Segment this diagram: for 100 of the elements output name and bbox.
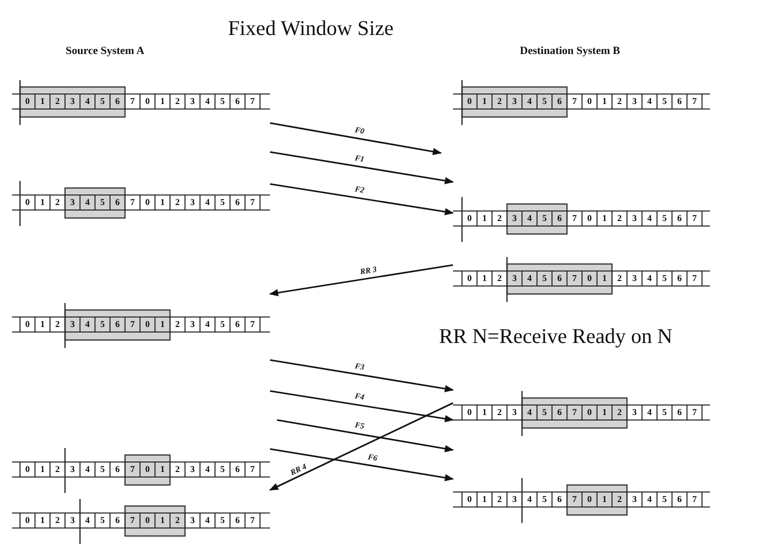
sequence-number: 5 [219, 514, 226, 527]
arrow [270, 390, 454, 422]
sequence-number: 4 [84, 463, 91, 476]
sequence-number: 6 [676, 272, 683, 285]
sequence-number: 3 [189, 95, 196, 108]
sequence-number: 4 [84, 514, 91, 527]
sequence-number: 3 [189, 514, 196, 527]
sequence-number: 3 [69, 463, 76, 476]
arrow [269, 402, 454, 491]
sequence-number: 5 [541, 95, 548, 108]
sequence-number: 2 [54, 95, 61, 108]
sequence-number: 4 [526, 272, 533, 285]
sequence-number: 1 [601, 406, 608, 419]
sequence-number: 7 [691, 95, 698, 108]
sequence-number: 7 [129, 514, 136, 527]
sequence-number: 2 [496, 493, 503, 506]
sequence-number: 7 [691, 212, 698, 225]
sequence-number: 6 [676, 95, 683, 108]
sequence-number: 2 [496, 406, 503, 419]
sequence-number: 6 [234, 95, 241, 108]
edge-label: F2 [354, 184, 365, 196]
sequence-number: 3 [631, 272, 638, 285]
sequence-strip [453, 80, 710, 125]
sequence-number: 2 [174, 318, 181, 331]
sequence-number: 5 [99, 318, 106, 331]
sequence-number: 3 [189, 463, 196, 476]
sequence-number: 5 [661, 212, 668, 225]
sequence-number: 0 [586, 212, 593, 225]
sequence-number: 3 [631, 493, 638, 506]
sequence-number: 0 [144, 463, 151, 476]
edge-label: RR 3 [359, 264, 378, 276]
sequence-number: 1 [159, 318, 166, 331]
sequence-number: 6 [114, 463, 121, 476]
sequence-number: 2 [54, 463, 61, 476]
sequence-number: 0 [586, 272, 593, 285]
sequence-number: 5 [219, 95, 226, 108]
sequence-number: 4 [84, 95, 91, 108]
sequence-number: 6 [676, 406, 683, 419]
sequence-number: 1 [159, 95, 166, 108]
sequence-number: 1 [39, 95, 46, 108]
sequence-strip [453, 391, 710, 436]
sequence-number: 6 [114, 95, 121, 108]
sequence-number: 3 [69, 196, 76, 209]
sequence-strip [12, 448, 270, 493]
sequence-number: 4 [646, 406, 653, 419]
arrow [269, 264, 454, 296]
legend-note: RR N=Receive Ready on N [439, 324, 672, 349]
sequence-number: 2 [174, 514, 181, 527]
arrow [276, 419, 454, 452]
sequence-number: 2 [616, 406, 623, 419]
sequence-number: 2 [174, 463, 181, 476]
edge-label: RR 4 [288, 461, 308, 477]
diagram-title: Fixed Window Size [228, 16, 394, 41]
sequence-number: 5 [219, 196, 226, 209]
sequence-number: 6 [234, 196, 241, 209]
sequence-number: 4 [526, 406, 533, 419]
sequence-number: 3 [631, 212, 638, 225]
sequence-number: 0 [144, 196, 151, 209]
sequence-number: 0 [466, 272, 473, 285]
sequence-number: 5 [541, 406, 548, 419]
sequence-number: 5 [541, 272, 548, 285]
sequence-strip [12, 80, 270, 125]
sequence-number: 1 [39, 514, 46, 527]
arrow [270, 448, 454, 482]
sequence-number: 5 [99, 196, 106, 209]
column-heading: Destination System B [518, 45, 622, 57]
sequence-number: 1 [39, 318, 46, 331]
sequence-number: 0 [466, 406, 473, 419]
sequence-number: 4 [646, 493, 653, 506]
sequence-number: 0 [24, 463, 31, 476]
sequence-number: 4 [204, 463, 211, 476]
edge-label: F0 [354, 125, 366, 136]
sequence-number: 2 [616, 95, 623, 108]
sequence-number: 7 [249, 514, 256, 527]
sequence-number: 6 [234, 318, 241, 331]
sequence-number: 2 [54, 514, 61, 527]
sequence-number: 6 [114, 318, 121, 331]
sequence-number: 7 [571, 212, 578, 225]
edge-label: F1 [354, 153, 365, 164]
sequence-strip [453, 478, 710, 523]
edge-label: F4 [354, 392, 365, 402]
sequence-number: 0 [144, 318, 151, 331]
sequence-number: 7 [249, 95, 256, 108]
sequence-number: 4 [204, 514, 211, 527]
sequence-number: 5 [219, 318, 226, 331]
sequence-number: 7 [129, 196, 136, 209]
sequence-number: 4 [526, 212, 533, 225]
sequence-number: 4 [84, 318, 91, 331]
sequence-number: 1 [601, 95, 608, 108]
sequence-number: 4 [84, 196, 91, 209]
sequence-number: 3 [189, 196, 196, 209]
sequence-number: 1 [481, 493, 488, 506]
sequence-number: 7 [571, 493, 578, 506]
edge-label: F5 [354, 420, 366, 432]
sequence-number: 3 [69, 318, 76, 331]
sequence-number: 7 [249, 463, 256, 476]
sequence-number: 0 [586, 493, 593, 506]
sequence-number: 3 [511, 272, 518, 285]
sequence-number: 7 [571, 406, 578, 419]
sequence-number: 6 [234, 514, 241, 527]
